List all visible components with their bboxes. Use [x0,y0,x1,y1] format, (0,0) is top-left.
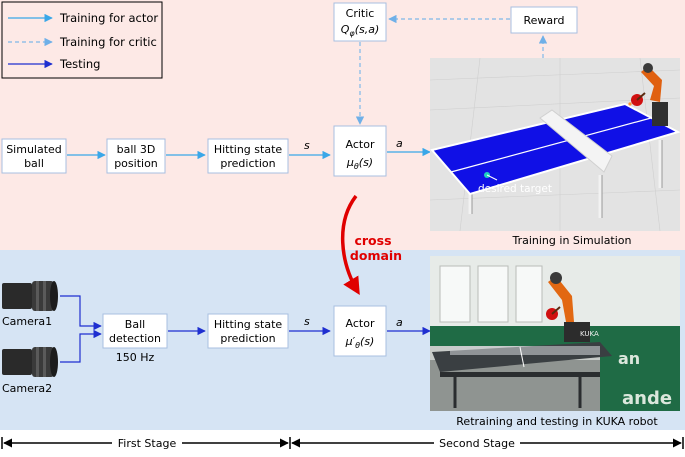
hitting-state-box-bottom: Hitting state prediction [207,313,289,349]
second-stage-label: Second Stage [439,437,515,450]
simulated-ball-label: Simulated [6,143,62,156]
actor-box-bottom: Actor μ′θ(s) [333,305,387,357]
a-label-bottom: a [396,316,403,329]
hitting-bottom-label-2: prediction [220,332,275,345]
detection-rate-label: 150 Hz [116,351,155,364]
ball3d-label-2: position [114,157,158,170]
legend-critic-label: Training for critic [59,35,157,49]
critic-title: Critic [346,7,375,20]
ball3d-label: ball 3D [117,143,156,156]
stage-ruler: First Stage Second Stage [1,436,684,450]
ball-detection-label: Ball [125,318,145,331]
camera1-icon [2,281,58,311]
simulated-ball-box: Simulated ball [1,138,67,174]
legend: Training for actor Training for critic T… [1,1,163,79]
first-stage-label: First Stage [118,437,177,450]
actor-bottom-title: Actor [346,317,375,330]
robot-caption: Retraining and testing in KUKA robot [456,415,658,428]
hitting-top-label: Hitting state [214,143,283,156]
ball3d-position-box: ball 3D position [106,138,166,174]
camera2-icon [2,347,58,377]
hitting-top-label-2: prediction [220,157,275,170]
desired-target-label: desired target [478,183,552,195]
cross-label: cross [354,233,391,248]
simulation-caption: Training in Simulation [511,234,631,247]
actor-bottom-formula: μ′θ(s) [345,335,375,350]
legend-testing-label: Testing [59,57,100,71]
actor-top-title: Actor [346,138,375,151]
svg-text:an: an [618,349,640,368]
critic-formula: Qφ(s,a) [341,23,380,38]
s-label-bottom: s [304,315,310,328]
ball-detection-label-2: detection [109,332,161,345]
actor-box-top: Actor μθ(s) [333,125,387,177]
svg-text:ande: ande [622,388,672,409]
actor-top-formula: μθ(s) [346,156,373,171]
reward-box: Reward [510,6,578,34]
ball-detection-box: Ball detection [102,313,168,349]
svg-text:KUKA: KUKA [580,330,599,338]
critic-box: Critic Qφ(s,a) [333,2,387,42]
camera2-label: Camera2 [2,382,52,395]
domain-label: domain [350,248,402,263]
simulated-ball-label-2: ball [24,157,44,170]
legend-actor-label: Training for actor [59,11,158,25]
camera2-connector [60,329,102,363]
hitting-state-box-top: Hitting state prediction [207,138,289,174]
a-label-top: a [396,137,403,150]
s-label-top: s [304,139,310,152]
simulation-image: desired target [429,57,681,232]
hitting-bottom-label: Hitting state [214,318,283,331]
camera1-connector [60,295,102,331]
camera1-label: Camera1 [2,315,52,328]
robot-photo: an ande KUKA [430,256,680,411]
cross-domain-arrow [340,194,360,296]
reward-label: Reward [524,14,565,27]
